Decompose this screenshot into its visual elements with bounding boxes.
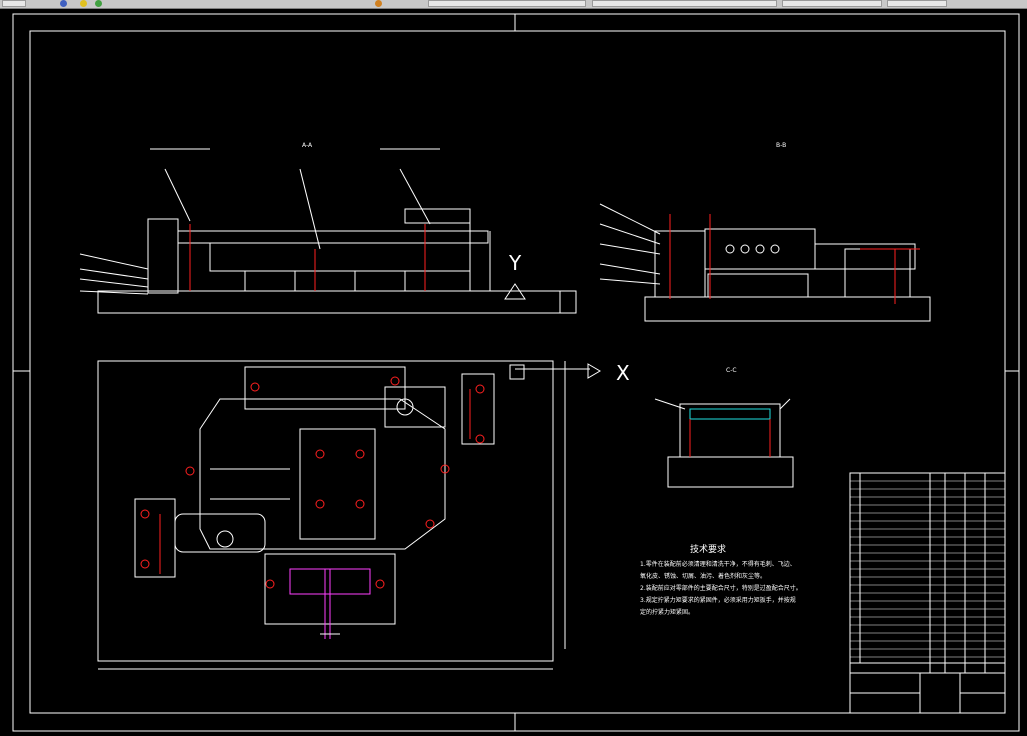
toolbar-button[interactable] bbox=[2, 0, 26, 7]
layer-icon[interactable] bbox=[60, 0, 67, 7]
plotstyle-dropdown[interactable] bbox=[887, 0, 947, 7]
y-axis-label: Y bbox=[509, 251, 522, 275]
section-a-view bbox=[79, 148, 577, 314]
tech-line-4: 3.规定拧紧力矩要求的紧固件，必须采用力矩扳手，并按规 bbox=[640, 597, 796, 604]
cad-toolbar bbox=[0, 0, 1027, 9]
title-block bbox=[849, 472, 1006, 714]
section-b-label: B-B bbox=[776, 142, 787, 149]
lineweight-dropdown[interactable] bbox=[782, 0, 882, 7]
section-c-view bbox=[654, 398, 794, 488]
x-axis-label: X bbox=[616, 361, 630, 385]
sun-icon[interactable] bbox=[80, 0, 87, 7]
section-b-view bbox=[599, 203, 931, 322]
outer-frame bbox=[12, 13, 1020, 732]
section-a-label: A-A bbox=[302, 142, 313, 149]
section-c-label: C-C bbox=[726, 367, 737, 374]
tech-line-1: 1.零件在装配前必须清理和清洗干净，不得有毛刺、飞边、 bbox=[640, 561, 796, 568]
layer-dropdown[interactable] bbox=[428, 0, 586, 7]
plan-view bbox=[97, 360, 601, 670]
tech-line-3: 2.装配前应对零部件的主要配合尺寸，特别是过盈配合尺寸。 bbox=[640, 585, 802, 592]
inner-frame bbox=[29, 30, 1006, 714]
tech-line-2: 氧化皮、锈蚀、切屑、油污、着色剂和灰尘等。 bbox=[640, 573, 767, 580]
drawing-canvas[interactable]: A-A B-B C-C Y X 技术要求 1.零件在装配前必须清理和清洗干净，不… bbox=[0, 9, 1027, 736]
drawing-svg bbox=[12, 13, 1020, 732]
lock-icon[interactable] bbox=[95, 0, 102, 7]
tech-requirements-title: 技术要求 bbox=[690, 545, 727, 555]
color-icon[interactable] bbox=[375, 0, 382, 7]
linetype-dropdown[interactable] bbox=[592, 0, 777, 7]
tech-line-5: 定的拧紧力矩紧固。 bbox=[640, 609, 695, 616]
